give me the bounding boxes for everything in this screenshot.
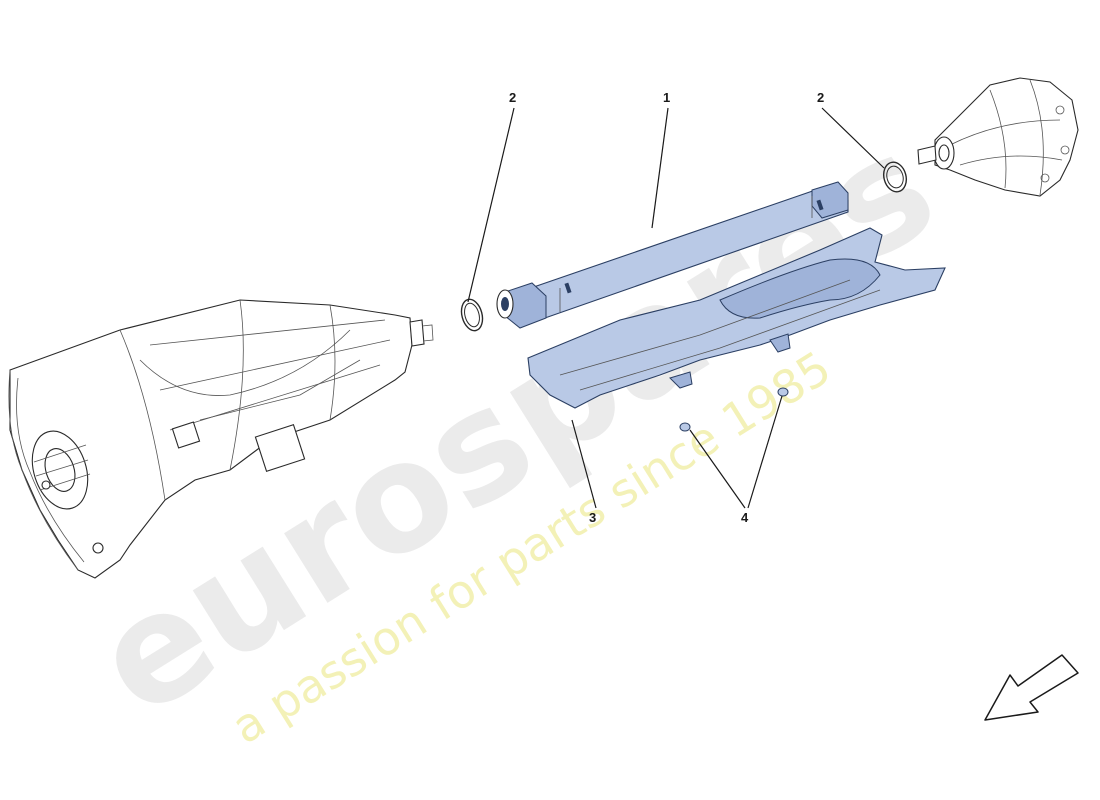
arrow-direction-icon [984,654,1079,721]
leader-lines [467,107,885,509]
snap-ring-left [460,298,484,332]
snap-ring-right [882,161,908,193]
callout-2-left: 2 [509,90,516,105]
callout-3: 3 [589,510,596,525]
drive-shaft [496,181,849,329]
heat-shield [527,227,946,409]
fastener-a [679,422,691,432]
callout-1: 1 [663,90,670,105]
gearbox-housing [917,77,1079,197]
transmission-housing [8,299,434,579]
callout-2-right: 2 [817,90,824,105]
callouts: 2 1 2 3 4 [509,90,824,525]
callout-4: 4 [741,510,749,525]
fastener-b [777,387,789,397]
